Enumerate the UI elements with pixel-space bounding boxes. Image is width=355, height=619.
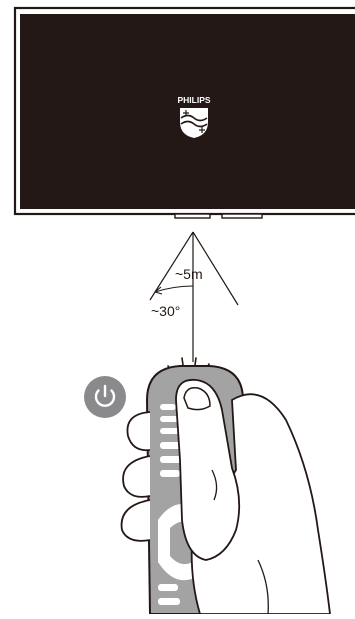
remote-button [158,598,180,605]
finger-left-2 [123,456,150,497]
angle-label: ~30° [151,303,180,319]
remote-button [160,456,182,463]
remote-button [160,470,180,477]
brand-wordmark: PHILIPS [177,95,210,105]
power-button[interactable] [84,376,126,418]
tv-foot-right [222,214,262,218]
distance-label: ~5m [175,266,203,282]
remote-button [160,404,176,410]
remote-button [158,584,178,591]
tv-foot-left [175,214,210,218]
tv: PHILIPS [15,8,355,218]
finger-left-3 [122,500,150,541]
range-annotation: ~5m ~30° [150,232,238,362]
finger-left-1 [127,412,150,450]
